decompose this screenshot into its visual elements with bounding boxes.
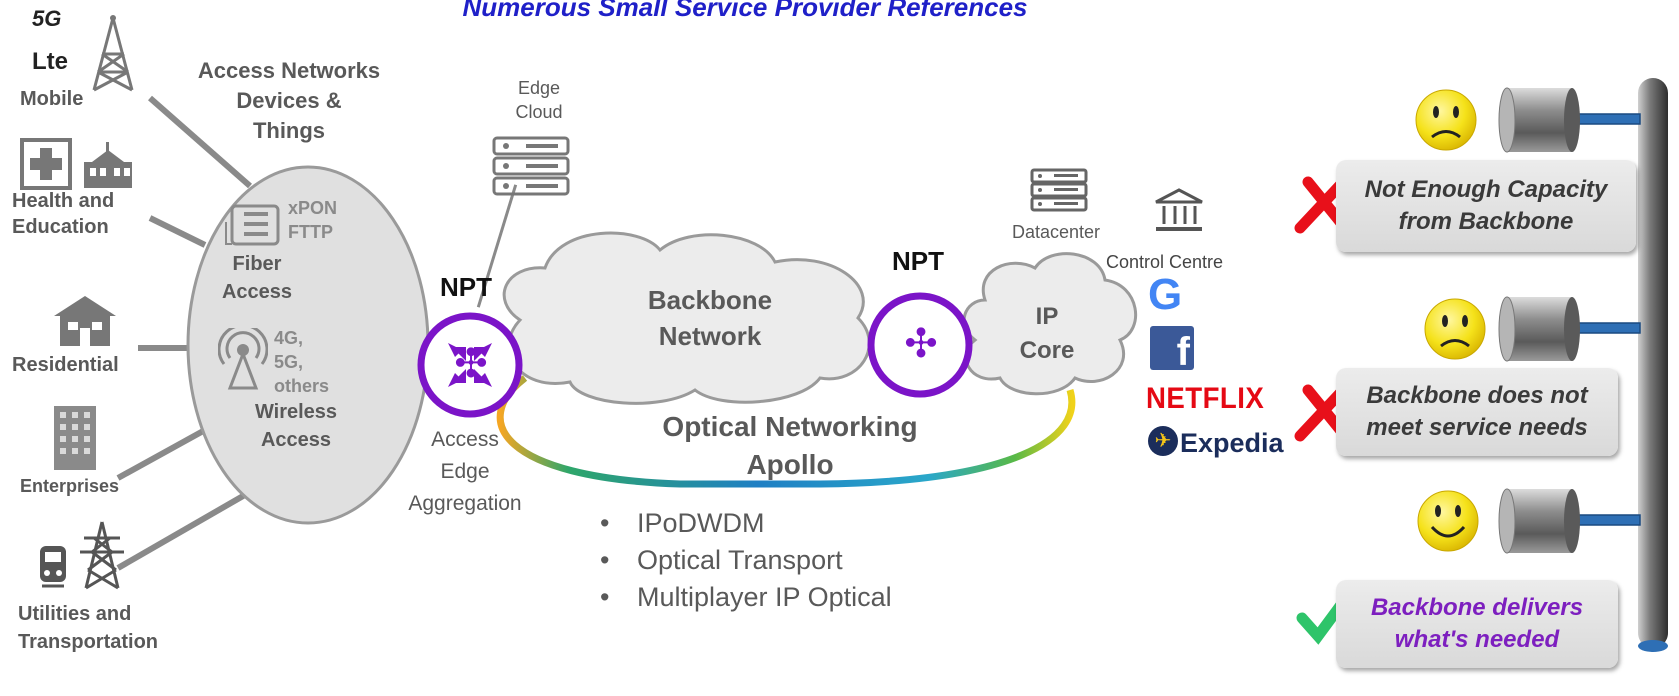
segment-residential-label: Residential <box>12 354 119 376</box>
segment-links <box>116 95 252 571</box>
fiber-tech-list: xPON FTTP <box>288 196 337 244</box>
optical-ring <box>496 375 1076 488</box>
npt-left-label: NPT <box>440 272 492 302</box>
segment-mobile-label: Mobile <box>20 88 84 110</box>
wireless-tech-others: others <box>274 376 330 396</box>
control-centre-icon <box>1155 188 1203 231</box>
facebook-glyph: f <box>1176 330 1190 370</box>
edge-cloud-line2: Cloud <box>515 102 563 122</box>
ip-core-line2: Core <box>1019 337 1075 364</box>
fiber-access-line2: Access <box>221 281 293 303</box>
facebook-logo-icon: f <box>1150 326 1194 370</box>
backbone-line2: Network <box>658 321 762 351</box>
datacenter-server-icon <box>1030 168 1088 212</box>
backbone-trunk <box>1638 78 1668 648</box>
wireless-access-label: Wireless Access <box>246 398 346 454</box>
pipe-2 <box>1498 296 1641 362</box>
optical-line2: Apollo <box>746 449 834 480</box>
access-edge-line3: Aggregation <box>408 492 522 515</box>
pipe-1 <box>1498 87 1641 153</box>
list-item: Optical Transport <box>600 542 892 579</box>
backbone-network-label: Backbone Network <box>610 282 810 354</box>
wireless-antenna-icon <box>218 328 268 390</box>
access-edge-line1: Access <box>431 428 499 451</box>
segment-enterprises-label: Enterprises <box>20 476 120 496</box>
segment-utilities-line1: Utilities and <box>18 603 132 625</box>
segment-health-label: Health and Education <box>12 188 114 240</box>
netflix-logo: NETFLIX <box>1146 382 1265 415</box>
backbone-line1: Backbone <box>647 285 773 315</box>
wireless-access-line1: Wireless <box>254 401 338 423</box>
npt-right-router-arrows-icon: ✣ <box>904 322 938 366</box>
segment-health-line1: Health and <box>12 190 115 212</box>
expedia-logo: Expedia <box>1180 428 1284 458</box>
npt-router-left <box>417 312 523 418</box>
wireless-tech-4g: 4G, <box>274 328 304 348</box>
scenario-2-line1: Backbone does not <box>1366 382 1588 409</box>
fiber-access-line1: Fiber <box>232 253 282 275</box>
npt-left-router-arrows-icon: ✣ <box>454 342 488 386</box>
ip-core-line1: IP <box>1035 303 1059 330</box>
fiber-tech-xpon: xPON <box>288 198 338 218</box>
sad-face-1 <box>1415 89 1477 151</box>
wireless-access-line2: Access <box>260 429 332 451</box>
list-item: IPoDWDM <box>600 505 892 542</box>
list-item: Multiplayer IP Optical <box>600 579 892 616</box>
scenario-1-line1: Not Enough Capacity <box>1364 176 1608 203</box>
ip-core-label: IP Core <box>1002 300 1092 368</box>
scenario-3-line1: Backbone delivers <box>1370 594 1584 621</box>
backbone-cloud <box>502 231 871 405</box>
expedia-plane-icon: ✈ <box>1148 426 1178 456</box>
scenario-3-line2: what's needed <box>1394 626 1560 653</box>
scenario-1-line2: from Backbone <box>1398 208 1574 235</box>
segment-utilities-label: Utilities and Transportation <box>18 600 158 656</box>
scenario-callout-3: Backbone delivers what's needed <box>1336 580 1618 668</box>
access-edge-label: Access Edge Aggregation <box>395 424 535 520</box>
edge-cloud-line1: Edge <box>517 78 561 98</box>
fiber-access-label: Fiber Access <box>212 250 302 306</box>
npt-router-right <box>867 292 973 398</box>
google-logo-icon: G <box>1148 270 1183 319</box>
fiber-ont-icon <box>225 204 280 246</box>
optical-networking-label: Optical Networking Apollo <box>630 408 950 484</box>
scenario-2-line2: meet service needs <box>1366 414 1588 441</box>
access-header-line2: Devices & <box>236 88 342 113</box>
optical-features-list: IPoDWDM Optical Transport Multiplayer IP… <box>600 505 892 616</box>
datacenter-label: Datacenter <box>1012 222 1101 242</box>
happy-face <box>1417 490 1479 552</box>
segment-utilities-line2: Transportation <box>18 631 159 653</box>
fiber-tech-fttp: FTTP <box>288 222 333 242</box>
access-networks-header: Access Networks Devices & Things <box>180 56 398 146</box>
edge-cloud-label: Edge Cloud <box>494 76 584 124</box>
control-centre-label: Control Centre <box>1106 252 1224 272</box>
page-title: Numerous Small Service Provider Referenc… <box>462 0 1028 22</box>
scenario-callout-1: Not Enough Capacity from Backbone <box>1336 160 1636 252</box>
edge-server-icon <box>492 136 570 196</box>
edge-cloud-link <box>476 184 518 308</box>
access-edge-line2: Edge <box>440 460 490 483</box>
utilities-transport-icon <box>40 521 124 590</box>
access-header-line3: Things <box>252 118 326 143</box>
5g-icon: 5G <box>32 6 62 31</box>
lte-icon: Lte <box>32 48 68 75</box>
optical-line1: Optical Networking <box>662 411 918 442</box>
health-education-icon <box>20 138 132 190</box>
cell-tower-icon <box>92 15 134 92</box>
access-header-line1: Access Networks <box>197 58 381 83</box>
sad-face-2 <box>1424 298 1486 360</box>
segment-health-line2: Education <box>12 216 109 238</box>
scenario-callout-2: Backbone does not meet service needs <box>1336 368 1618 456</box>
wireless-tech-list: 4G, 5G, others <box>274 326 329 398</box>
npt-right-label: NPT <box>892 246 944 276</box>
wireless-tech-5g: 5G, <box>274 352 304 372</box>
enterprise-building-icon <box>54 406 96 470</box>
residential-icon <box>54 296 116 346</box>
pipe-3 <box>1498 488 1641 554</box>
